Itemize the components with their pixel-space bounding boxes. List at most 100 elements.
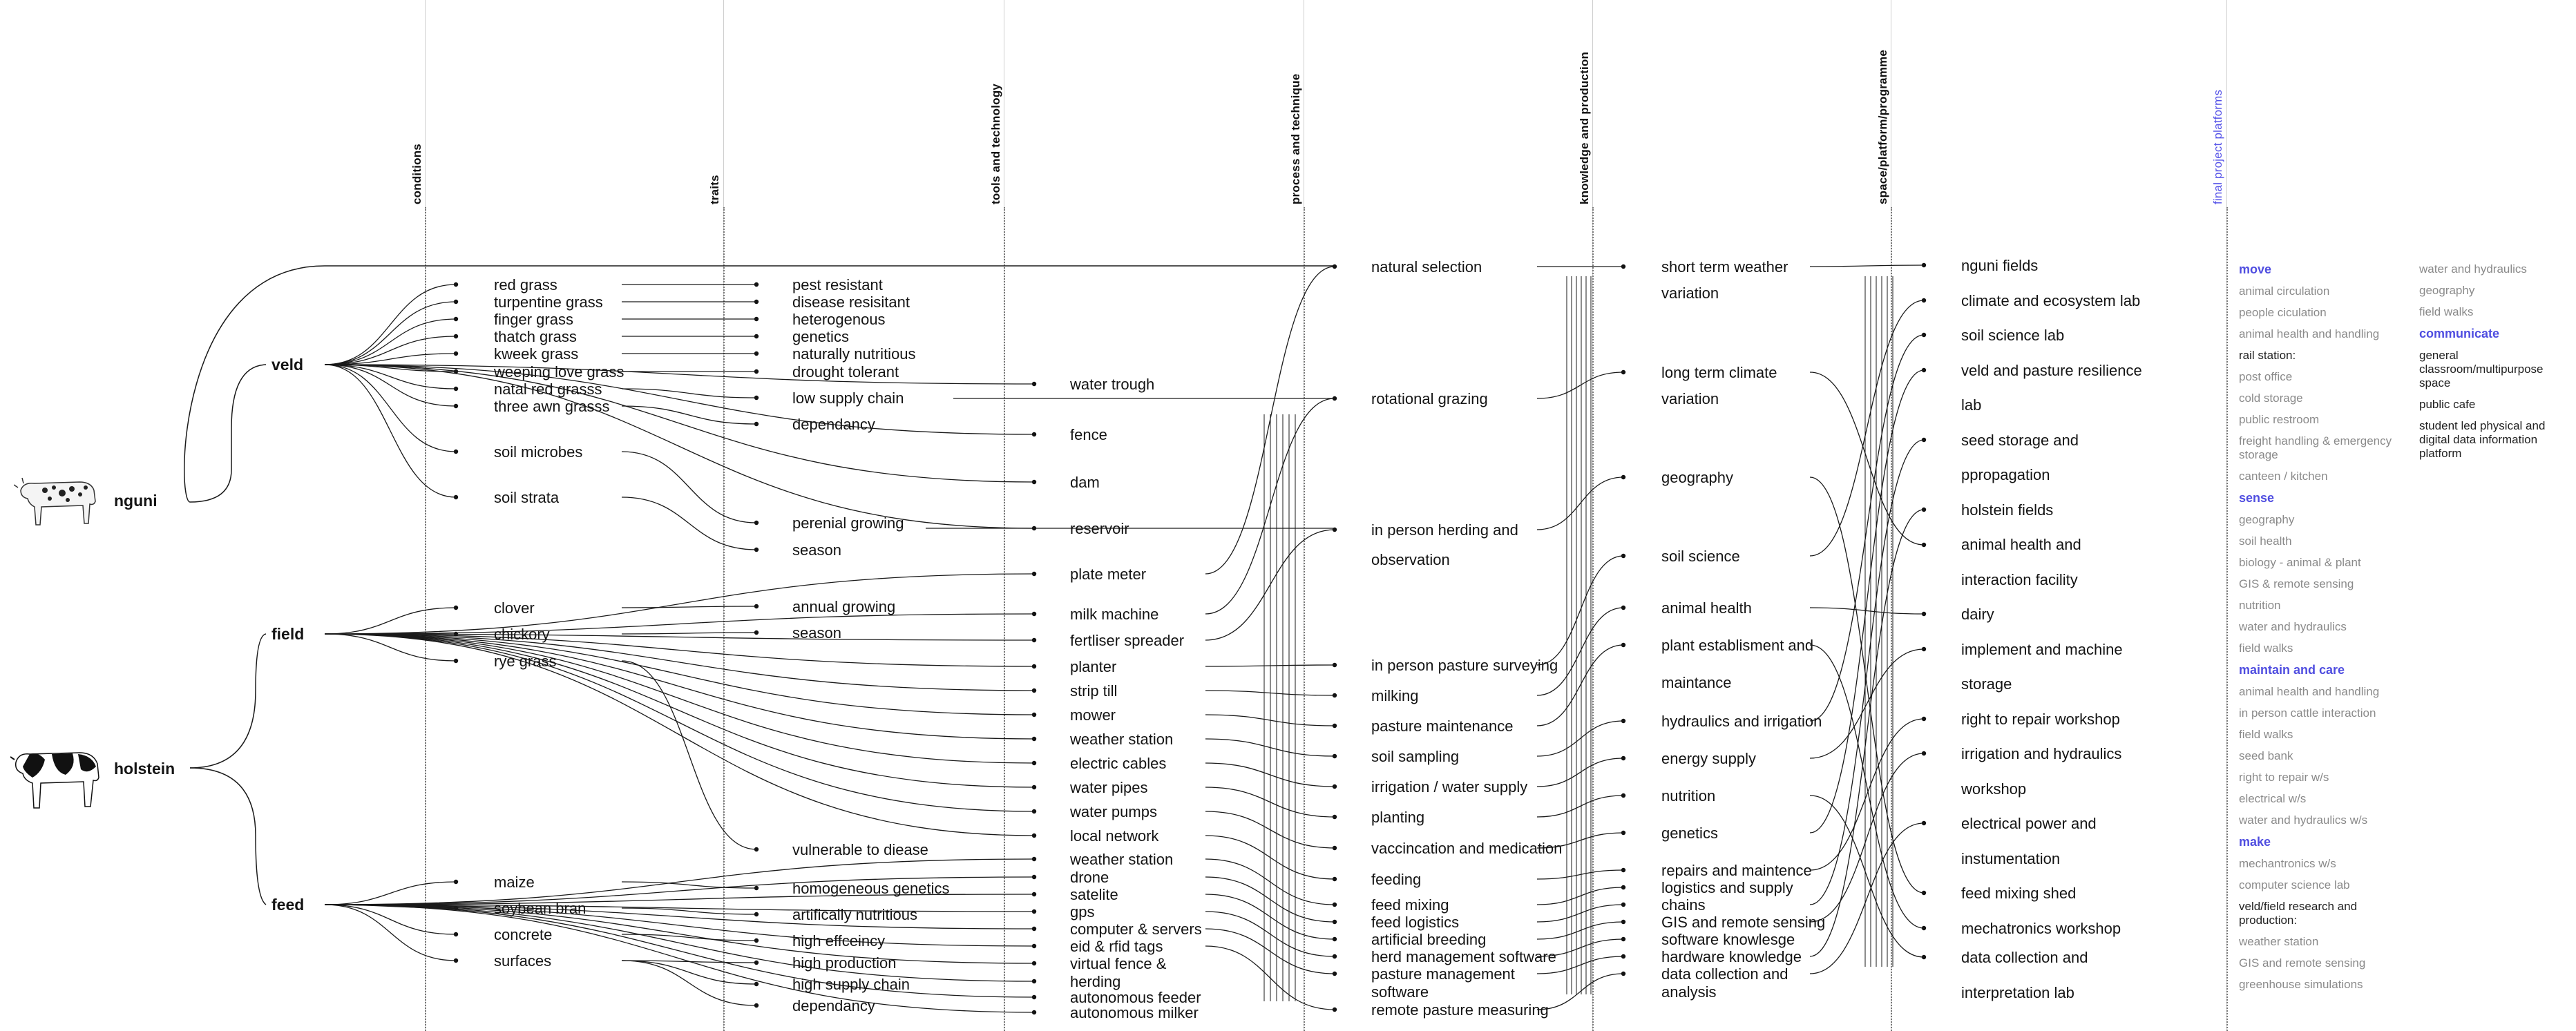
platform-item: public cafe <box>2419 398 2476 411</box>
tool-item: plate meter <box>1070 566 1147 583</box>
space-item: instumentation <box>1961 850 2061 867</box>
tool-item: dam <box>1070 474 1100 491</box>
trait-item: drought tolerant <box>792 363 899 380</box>
platform-item: nutrition <box>2239 599 2281 612</box>
process-item: remote pasture measuring <box>1371 1001 1549 1019</box>
tool-item: fence <box>1070 426 1107 443</box>
condition-item: turpentine grass <box>494 293 603 311</box>
platform-heading: communicate <box>2419 327 2500 340</box>
knowledge-item: maintance <box>1661 674 1732 691</box>
connector-line <box>1536 372 1624 399</box>
connector-line <box>324 364 1035 483</box>
tool-item: mower <box>1070 706 1116 724</box>
tool-item: autonomous milker <box>1070 1004 1199 1021</box>
knowledge-item: long term climate <box>1661 364 1777 381</box>
connector-line <box>1536 607 1624 696</box>
connector-line <box>621 405 757 425</box>
connector-line <box>324 633 1035 667</box>
platform-item: rail station: <box>2239 349 2296 362</box>
connector-line <box>1536 887 1624 905</box>
process-item: irrigation / water supply <box>1371 778 1528 796</box>
connector-line <box>324 364 457 407</box>
connector-line <box>324 301 457 365</box>
trait-item: naturally nutritious <box>792 345 916 363</box>
tool-item: reservoir <box>1070 520 1129 537</box>
trait-item: genetics <box>792 328 849 345</box>
connector-line <box>189 364 267 503</box>
tool-item: eid & rfid tags <box>1070 938 1163 955</box>
connector-line <box>324 633 1035 740</box>
connector-line <box>1536 938 1624 957</box>
connector-line <box>324 613 1035 635</box>
trait-item: dependancy <box>792 416 875 433</box>
connector-line <box>324 633 1035 715</box>
knowledge-item: variation <box>1661 390 1719 407</box>
connector-line <box>621 660 757 850</box>
connector-line <box>1536 869 1624 880</box>
space-item: seed storage and <box>1961 432 2079 449</box>
connector-line <box>324 894 1035 905</box>
connector-line <box>324 876 1035 905</box>
knowledge-item: chains <box>1661 896 1706 914</box>
connector-line <box>324 336 457 365</box>
connector-line <box>324 881 457 905</box>
tool-item: autonomous feeder <box>1070 989 1201 1006</box>
connector-line <box>324 573 1035 635</box>
connector-line <box>1536 904 1624 923</box>
connector-line <box>324 633 1035 691</box>
tool-item: water pumps <box>1070 803 1157 820</box>
trait-item: season <box>792 624 841 642</box>
connector-line <box>1536 956 1624 974</box>
tool-item: milk machine <box>1070 606 1159 623</box>
condition-item: concrete <box>494 926 553 943</box>
platform-item: geography <box>2239 513 2295 526</box>
platform-item: in person cattle interaction <box>2239 706 2376 720</box>
knowledge-item: genetics <box>1661 825 1718 842</box>
knowledge-item: repairs and maintence <box>1661 862 1812 879</box>
connector-line <box>324 858 1035 905</box>
space-item: soil science lab <box>1961 327 2065 344</box>
platform-heading: maintain and care <box>2239 663 2345 677</box>
platform-item: animal health and handling <box>2239 685 2380 698</box>
condition-item: weeping love grass <box>494 363 624 380</box>
knowledge-item: variation <box>1661 285 1719 302</box>
trait-item: homogeneous genetics <box>792 880 950 897</box>
space-item: right to repair workshop <box>1961 711 2120 728</box>
tool-item: weather station <box>1070 731 1174 748</box>
process-item: feed mixing <box>1371 896 1449 914</box>
platform-item: general classroom/multipurpose space <box>2419 349 2544 389</box>
connector-line <box>1536 921 1624 940</box>
connector-line <box>324 904 457 935</box>
condition-item: surfaces <box>494 952 552 970</box>
trait-item: pest resistant <box>792 276 883 293</box>
trait-item: high supply chain <box>792 976 910 993</box>
condition-item: soil microbes <box>494 443 583 461</box>
platform-item: electrical w/s <box>2239 792 2307 805</box>
platform-item: biology - animal & plant <box>2239 556 2361 569</box>
process-item: artificial breeding <box>1371 931 1487 948</box>
connector-line <box>621 497 757 550</box>
connector-line <box>324 318 457 365</box>
tool-item: strip till <box>1070 682 1118 700</box>
platform-item: GIS and remote sensing <box>2239 956 2366 970</box>
space-item: workshop <box>1961 780 2027 798</box>
connector-line <box>324 633 457 662</box>
connector-line <box>1536 555 1624 666</box>
connector-line <box>324 904 1035 982</box>
connector-line <box>324 904 1035 947</box>
space-item: animal health and <box>1961 536 2081 553</box>
condition-item: soil strata <box>494 489 560 506</box>
trait-item: annual growing <box>792 598 896 615</box>
tool-item: satelite <box>1070 886 1118 903</box>
platform-item: field walks <box>2419 305 2474 318</box>
process-item: milking <box>1371 687 1419 704</box>
connector-line <box>1536 795 1624 818</box>
space-item: storage <box>1961 675 2012 693</box>
platform-item: soil health <box>2239 534 2292 548</box>
column-guide <box>2226 207 2228 1031</box>
trait-item: low supply chain <box>792 389 904 407</box>
connector-line <box>621 881 757 889</box>
platform-item: computer science lab <box>2239 878 2350 892</box>
